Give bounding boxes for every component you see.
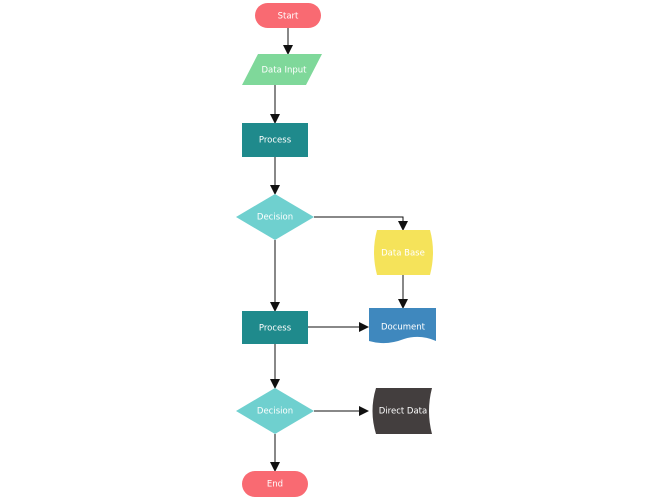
database-label: Data Base — [381, 249, 425, 259]
start-node: Start — [255, 3, 321, 28]
end-label: End — [267, 480, 283, 490]
direct-data-shape — [372, 388, 432, 434]
document-label: Document — [381, 323, 426, 333]
process-1-label: Process — [259, 136, 292, 146]
process-node-2: Process — [242, 311, 308, 344]
database-shape — [374, 230, 433, 275]
decision-node-1: Decision — [236, 194, 314, 240]
data-input-label: Data Input — [261, 66, 307, 76]
edge-decision1-to-database — [314, 216, 408, 231]
end-shape — [242, 471, 308, 497]
direct-data-node: Direct Data — [372, 388, 432, 434]
decision-2-label: Decision — [257, 407, 293, 417]
data-input-node: Data Input — [242, 54, 322, 85]
start-shape — [255, 3, 321, 28]
data-input-shape — [242, 54, 322, 85]
decision-2-shape — [236, 388, 314, 434]
document-node: Document — [369, 308, 436, 344]
process-node-1: Process — [242, 123, 308, 157]
database-node: Data Base — [374, 230, 433, 275]
start-label: Start — [278, 12, 299, 22]
process-2-shape — [242, 311, 308, 344]
decision-1-shape — [236, 194, 314, 240]
process-1-shape — [242, 123, 308, 157]
direct-data-label: Direct Data — [379, 407, 427, 417]
decision-1-label: Decision — [257, 213, 293, 223]
decision-node-2: Decision — [236, 388, 314, 434]
document-shape — [369, 308, 436, 344]
end-node: End — [242, 471, 308, 497]
process-2-label: Process — [259, 324, 292, 334]
